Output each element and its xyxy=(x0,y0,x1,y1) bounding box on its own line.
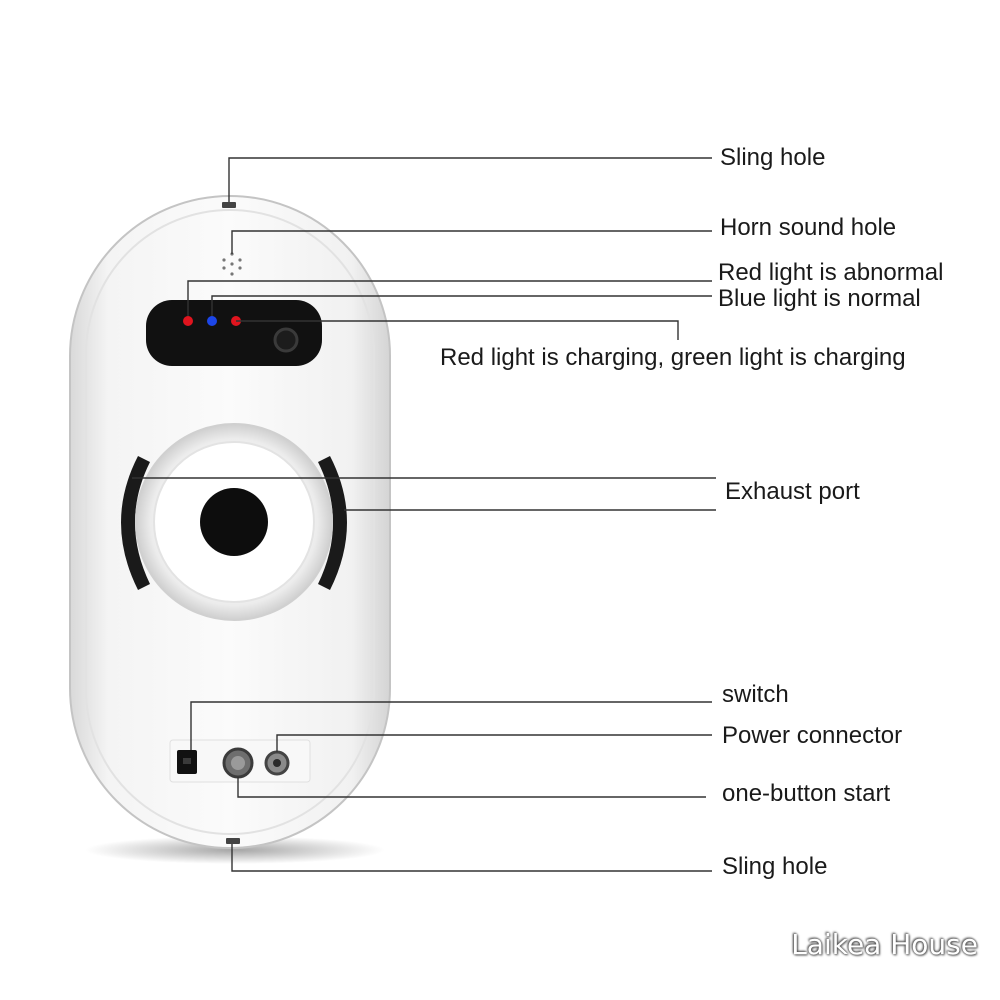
callout-sling-hole-top: Sling hole xyxy=(720,144,826,171)
red-light-abnormal xyxy=(183,316,193,326)
device-top-face xyxy=(85,209,375,835)
leader-sling-hole-top xyxy=(228,157,712,202)
horn-sound-hole xyxy=(222,252,242,276)
switch-rocker-mark xyxy=(183,758,191,764)
device-shadow xyxy=(85,836,385,864)
window-cleaner-robot xyxy=(69,195,391,849)
leader-sling-hole-bottom xyxy=(231,844,712,872)
callout-horn-sound-hole: Horn sound hole xyxy=(720,214,897,241)
callout-one-button-start: one-button start xyxy=(722,780,891,807)
leader-blue-light xyxy=(211,295,712,316)
one-button-start-cap xyxy=(231,756,245,770)
exhaust-port-right xyxy=(318,456,347,590)
blue-light-normal xyxy=(207,316,217,326)
leader-lines xyxy=(132,157,716,872)
sling-hole-bottom xyxy=(226,838,240,844)
callout-blue-light: Blue light is normal xyxy=(718,285,921,312)
callout-exhaust-port: Exhaust port xyxy=(725,478,860,505)
callout-red-light: Red light is abnormal xyxy=(718,259,944,286)
exhaust-port-left xyxy=(121,456,150,590)
callout-power-connector: Power connector xyxy=(722,722,903,749)
leader-red-light xyxy=(187,280,712,316)
suction-hole xyxy=(200,488,268,556)
leader-one-button-start xyxy=(237,777,706,798)
leader-switch xyxy=(190,701,712,750)
leader-power-connector xyxy=(276,734,712,752)
watermark: Laikea House xyxy=(791,928,978,961)
callout-charging-light: Red light is charging, green light is ch… xyxy=(440,344,906,371)
power-connector-pin xyxy=(273,759,281,767)
sling-hole-top xyxy=(222,202,236,208)
panel-sensor xyxy=(273,327,299,353)
callout-switch: switch xyxy=(722,681,789,708)
callout-sling-hole-bottom: Sling hole xyxy=(722,853,828,880)
leader-horn-sound-hole xyxy=(231,230,712,254)
leader-charging-light xyxy=(236,320,679,340)
